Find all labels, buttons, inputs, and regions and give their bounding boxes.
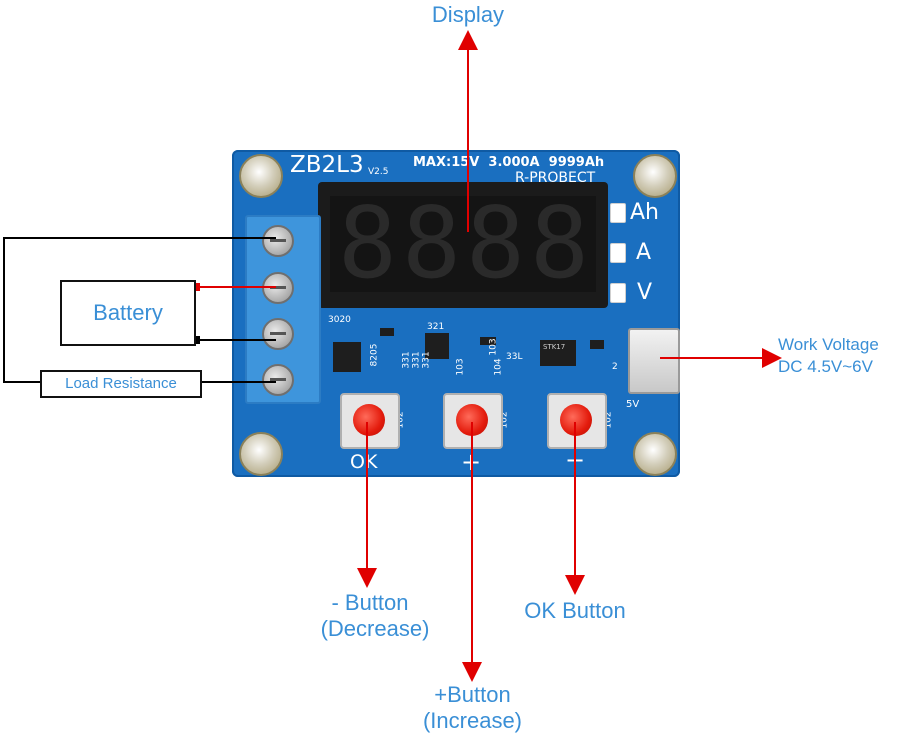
component-code: 3020 bbox=[328, 315, 351, 325]
ok-label: OK bbox=[350, 451, 378, 473]
mounting-screw-icon bbox=[239, 154, 283, 198]
display-window bbox=[330, 196, 596, 292]
unit-label-a: A bbox=[636, 240, 652, 265]
plus-button-callout-line1: +Button bbox=[434, 682, 511, 707]
resistor-chip bbox=[380, 328, 394, 336]
unit-led-icon bbox=[610, 243, 626, 263]
unit-led-icon bbox=[610, 283, 626, 303]
mosfet-chip bbox=[333, 342, 361, 372]
battery-box: Battery bbox=[60, 280, 196, 346]
display-callout: Display bbox=[431, 2, 505, 27]
work-voltage-callout-line2: DC 4.5V~6V bbox=[778, 357, 873, 376]
ok-button-callout: OK Button bbox=[524, 598, 626, 623]
mounting-screw-icon bbox=[239, 432, 283, 476]
display-digit: 8 bbox=[338, 187, 398, 301]
minus-button-callout-line2: (Decrease) bbox=[320, 616, 430, 641]
battery-negative-terminal-icon bbox=[192, 336, 200, 344]
work-voltage-callout-line1: Work Voltage bbox=[778, 335, 879, 354]
component-code: 2 bbox=[612, 362, 618, 372]
component-code: STK17 bbox=[543, 343, 566, 351]
mounting-screw-icon bbox=[633, 432, 677, 476]
ic-chip bbox=[425, 333, 449, 359]
unit-label-v: V bbox=[637, 280, 653, 305]
load-resistance-box: Load Resistance bbox=[40, 370, 202, 398]
resistor-chip bbox=[590, 340, 604, 349]
minus-button-callout-line1: - Button bbox=[331, 590, 409, 615]
terminal-screw-icon bbox=[262, 318, 294, 350]
component-code: 33L bbox=[506, 352, 523, 362]
usb-label: 5V bbox=[626, 399, 640, 410]
battery-positive-terminal-icon bbox=[192, 283, 200, 291]
plus-button-callout-line2: (Increase) bbox=[422, 708, 523, 733]
ok-button[interactable] bbox=[340, 393, 400, 449]
resistor-chip bbox=[480, 337, 496, 345]
display-digit: 8 bbox=[402, 187, 462, 301]
mounting-screw-icon bbox=[633, 154, 677, 198]
unit-label-ah: Ah bbox=[630, 200, 659, 225]
unit-led-icon bbox=[610, 203, 626, 223]
terminal-screw-icon bbox=[262, 225, 294, 257]
terminal-screw-icon bbox=[262, 364, 294, 396]
ok-button-cap[interactable] bbox=[353, 404, 385, 436]
micro-usb-port bbox=[628, 328, 680, 394]
regulator-chip bbox=[540, 340, 576, 366]
component-code: 321 bbox=[427, 322, 445, 332]
board-version: V2.5 bbox=[368, 167, 389, 177]
display-digit: 8 bbox=[466, 187, 526, 301]
board-spec: MAX:15V 3.000A 9999Ah bbox=[413, 155, 605, 170]
wire-top-to-load bbox=[3, 237, 276, 383]
board-model: ZB2L3 bbox=[290, 152, 364, 178]
display-digit: 8 bbox=[530, 187, 590, 301]
